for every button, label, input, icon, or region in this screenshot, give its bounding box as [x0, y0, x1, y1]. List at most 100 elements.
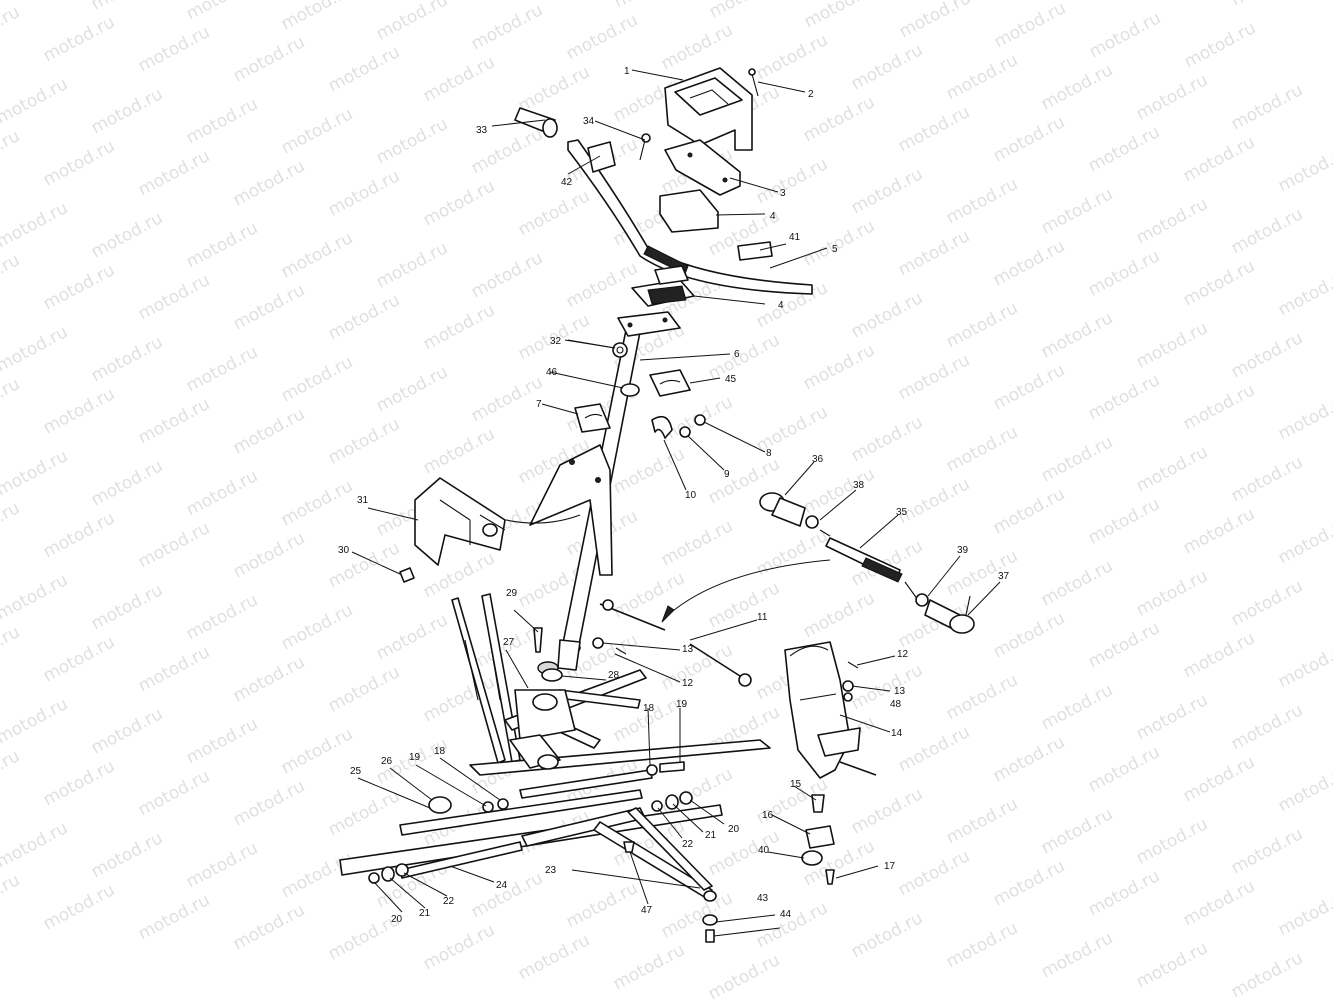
watermark-text: motod.ru [420, 424, 498, 478]
callout-3: 3 [780, 188, 786, 199]
watermark-text: motod.ru [753, 402, 831, 456]
watermark-text: motod.ru [1133, 70, 1211, 124]
watermark-text: motod.ru [800, 340, 878, 394]
callout-4b: 4 [778, 300, 784, 311]
watermark-text: motod.ru [1181, 18, 1259, 72]
watermark-text: motod.ru [1180, 752, 1258, 806]
callout-23: 23 [545, 865, 557, 876]
watermark-text: motod.ru [135, 518, 213, 572]
watermark-text: motod.ru [0, 126, 23, 180]
callout-12: 12 [682, 678, 694, 689]
watermark-text: motod.ru [895, 722, 973, 776]
watermark-text: motod.ru [705, 826, 783, 880]
watermark-text: motod.ru [563, 10, 641, 64]
callout-9: 9 [724, 469, 730, 480]
callout-22b: 22 [443, 896, 455, 907]
watermark-text: motod.ru [848, 40, 926, 94]
watermark-text: motod.ru [1228, 576, 1306, 630]
watermark-text: motod.ru [183, 0, 261, 24]
watermark-text: motod.ru [800, 216, 878, 270]
callout-41: 41 [789, 232, 801, 243]
callout-13: 13 [682, 644, 694, 655]
watermark-text: motod.ru [848, 784, 926, 838]
watermark-text: motod.ru [278, 476, 356, 530]
callout-1: 1 [624, 66, 630, 77]
a-arm-assembly [368, 627, 859, 943]
callout-5: 5 [832, 244, 838, 255]
watermark-text: motod.ru [1038, 556, 1116, 610]
watermark-text: motod.ru [801, 0, 879, 32]
watermark-text: motod.ru [800, 464, 878, 518]
watermark-text: motod.ru [1086, 8, 1164, 62]
watermark-text: motod.ru [895, 350, 973, 404]
handlebar-assembly [514, 67, 813, 307]
watermark-text: motod.ru [0, 374, 23, 428]
callout-47: 47 [641, 905, 653, 916]
callout-24: 24 [496, 880, 508, 891]
watermark-text: motod.ru [325, 290, 403, 344]
watermark-text: motod.ru [943, 670, 1021, 724]
watermark-text: motod.ru [1180, 504, 1258, 558]
watermark-text: motod.ru [135, 146, 213, 200]
watermark-text: motod.ru [1038, 680, 1116, 734]
callout-2: 2 [808, 89, 814, 100]
callout-labels: 1 2 3 4 4 5 6 7 8 9 10 11 12 12 13 13 14… [338, 66, 1010, 925]
watermark-text: motod.ru [1180, 876, 1258, 930]
watermark-text: motod.ru [420, 920, 498, 974]
watermark-text: motod.ru [611, 0, 689, 12]
callout-14: 14 [891, 728, 903, 739]
watermark-text: motod.ru [895, 102, 973, 156]
watermark-text: motod.ru [943, 546, 1021, 600]
watermark-text: motod.ru [943, 422, 1021, 476]
watermark-text: motod.ru [990, 608, 1068, 662]
callout-21b: 21 [419, 908, 431, 919]
watermark-text: motod.ru [990, 484, 1068, 538]
watermark-text: motod.ru [1133, 938, 1211, 992]
watermark-text: motod.ru [468, 372, 546, 426]
watermark-text: motod.ru [1180, 628, 1258, 682]
watermark-text: motod.ru [230, 900, 308, 954]
watermark-text: motod.ru [1085, 122, 1163, 176]
callout-33: 33 [476, 125, 488, 136]
watermark-text: motod.ru [0, 322, 71, 376]
watermark-text: motod.ru [515, 186, 593, 240]
watermark-text: motod.ru [1133, 318, 1211, 372]
watermark-text: motod.ru [563, 258, 641, 312]
watermark-text: motod.ru [753, 898, 831, 952]
watermark-text: motod.ru [706, 0, 784, 22]
callout-8: 8 [766, 448, 772, 459]
watermark-text: motod.ru [516, 0, 594, 2]
watermark-text: motod.ru [325, 166, 403, 220]
watermark-text: motod.ru [325, 786, 403, 840]
watermark-text: motod.ru [848, 412, 926, 466]
watermark-text: motod.ru [0, 498, 23, 552]
watermark-text: motod.ru [373, 362, 451, 416]
watermark-text: motod.ru [88, 704, 166, 758]
watermark-text: motod.ru [183, 466, 261, 520]
watermark-text: motod.ru [1228, 948, 1306, 1000]
steering-post-assembly [399, 311, 706, 671]
watermark-text: motod.ru [40, 880, 118, 934]
watermark-text: motod.ru [1228, 80, 1306, 134]
watermark-text: motod.ru [943, 174, 1021, 228]
watermark-text: motod.ru [1038, 432, 1116, 486]
watermark-text: motod.ru [0, 818, 71, 872]
watermark-text: motod.ru [88, 332, 166, 386]
watermark-text: motod.ru [183, 94, 261, 148]
watermark-text: motod.ru [1180, 380, 1258, 434]
callout-13b: 13 [894, 686, 906, 697]
watermark-text: motod.ru [40, 632, 118, 686]
watermark-text: motod.ru [1133, 814, 1211, 868]
watermark-text: motod.ru [40, 12, 118, 66]
callout-16: 16 [762, 810, 774, 821]
watermark-text: motod.ru [0, 446, 71, 500]
watermark-text: motod.ru [990, 732, 1068, 786]
watermark-text: motod.ru [990, 236, 1068, 290]
watermark-text: motod.ru [563, 878, 641, 932]
watermark-text: motod.ru [183, 714, 261, 768]
callout-20: 20 [728, 824, 740, 835]
watermark-text: motod.ru [658, 20, 736, 74]
watermark-text: motod.ru [943, 298, 1021, 352]
watermark-text: motod.ru [1133, 194, 1211, 248]
